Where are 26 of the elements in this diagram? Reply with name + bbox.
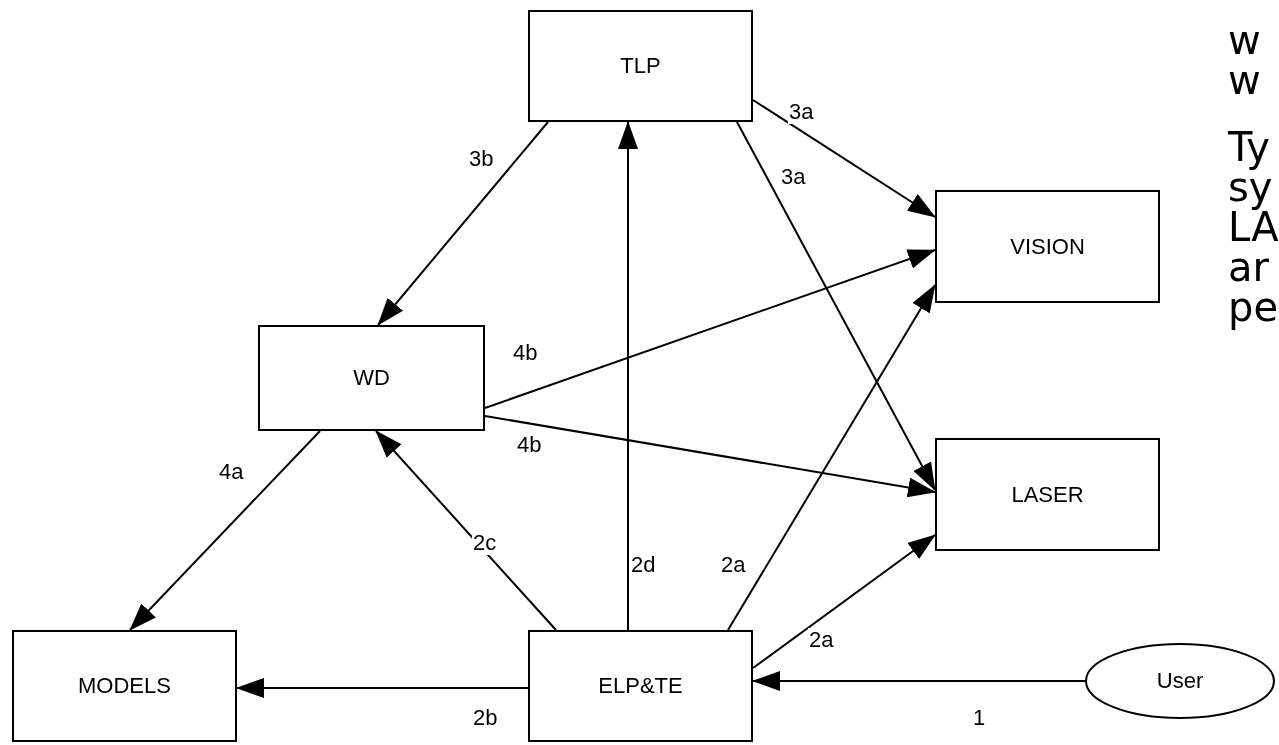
arrow bbox=[727, 284, 936, 631]
node-label: LASER bbox=[1011, 481, 1084, 508]
arrow bbox=[736, 121, 936, 491]
arrow bbox=[236, 678, 529, 698]
node-label: WD bbox=[353, 365, 390, 391]
arrow bbox=[752, 671, 1086, 691]
arrow bbox=[618, 121, 638, 631]
arrow bbox=[484, 249, 936, 409]
ellipse-node bbox=[1085, 643, 1275, 719]
arrow bbox=[752, 534, 936, 669]
arrow bbox=[752, 99, 936, 218]
process-box bbox=[12, 630, 237, 742]
arrow bbox=[129, 430, 321, 631]
process-box bbox=[528, 630, 753, 742]
process-box bbox=[935, 438, 1160, 551]
arrow bbox=[377, 121, 549, 326]
node-label: VISION bbox=[1010, 233, 1085, 260]
node-label: User bbox=[1156, 668, 1204, 694]
process-box bbox=[935, 190, 1160, 303]
node-label: MODELS bbox=[78, 673, 171, 699]
arrow bbox=[375, 430, 557, 631]
node-label: TLP bbox=[620, 53, 661, 79]
process-box bbox=[258, 325, 485, 431]
process-box bbox=[528, 10, 753, 122]
arrow bbox=[484, 415, 936, 498]
node-label: ELP&TE bbox=[598, 673, 683, 699]
